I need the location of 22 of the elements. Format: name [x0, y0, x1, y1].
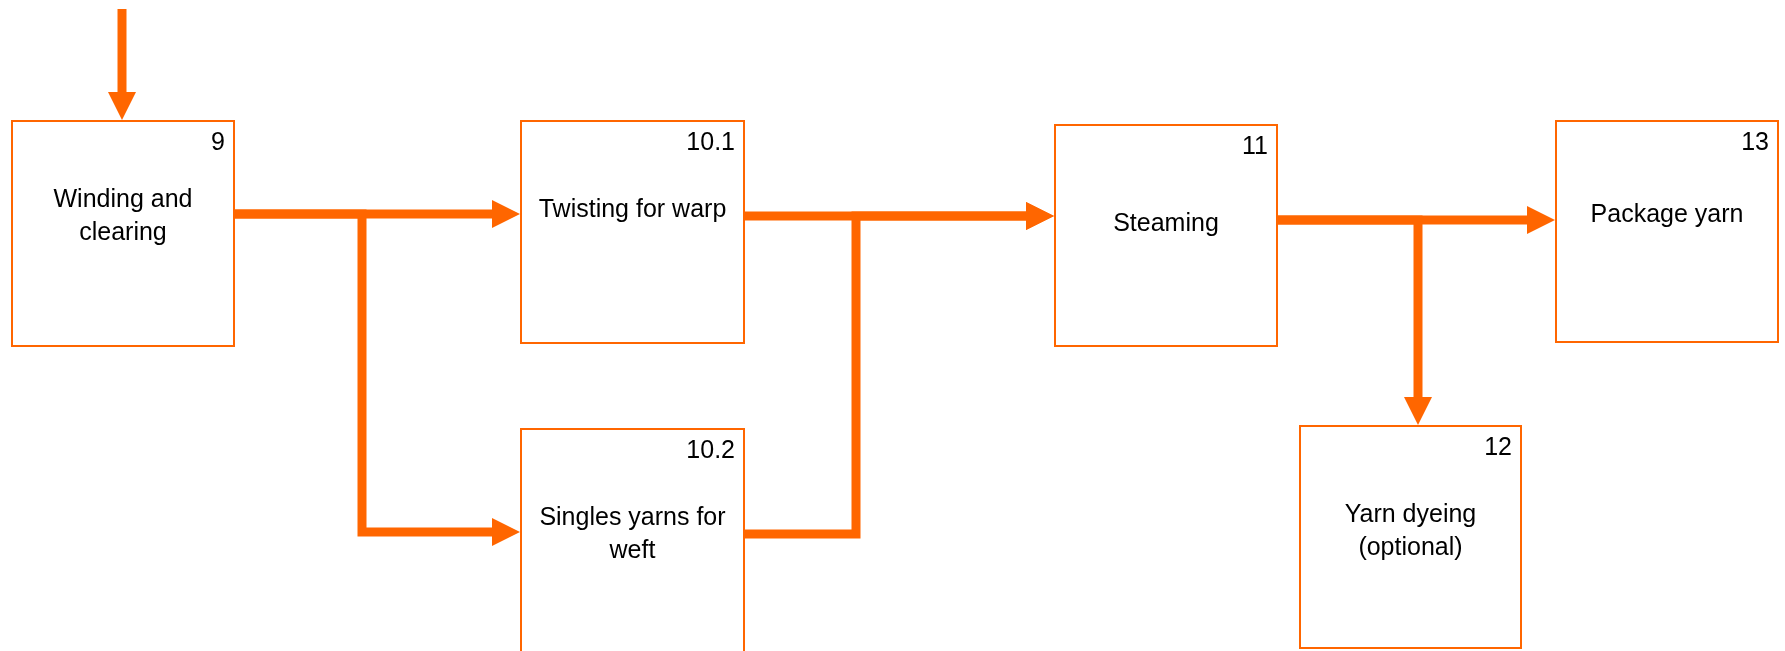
arrow [235, 209, 520, 546]
step-label: Twisting for warp [537, 193, 728, 224]
step-label: Yarn dyeing (optional) [1343, 498, 1478, 562]
process-box [1555, 120, 1779, 343]
arrow [745, 202, 1054, 539]
arrow [1278, 215, 1432, 425]
step-number: 13 [1741, 126, 1769, 157]
step-number: 9 [211, 126, 225, 157]
step-label: Package yarn [1589, 198, 1745, 229]
process-box [520, 120, 745, 344]
step-number: 11 [1242, 130, 1268, 161]
process-box [520, 428, 745, 651]
arrow [108, 9, 136, 120]
step-label: Winding and clearing [52, 183, 194, 247]
step-number: 10.1 [686, 126, 735, 157]
process-box [1299, 425, 1522, 649]
process-box [11, 120, 235, 347]
step-label: Steaming [1112, 207, 1220, 238]
process-box [1054, 124, 1278, 347]
step-number: 10.2 [686, 434, 735, 465]
step-label: Singles yarns for weft [538, 501, 727, 565]
step-number: 12 [1484, 431, 1512, 462]
